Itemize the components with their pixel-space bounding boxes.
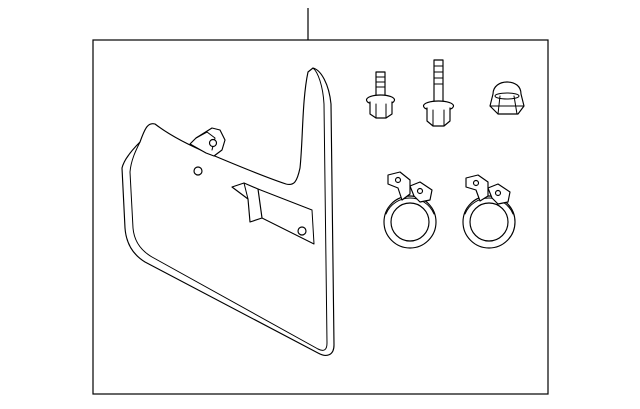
flange-bolt-long	[422, 59, 455, 127]
clamp-left-hole-1	[394, 176, 402, 184]
cap-nut-body	[489, 81, 525, 115]
mud-flap-rib-edge	[243, 182, 315, 245]
cap-nut	[489, 81, 525, 115]
mounting-hole-lower	[297, 226, 307, 236]
mounting-hole-upper	[193, 166, 203, 176]
clamp-right-hole-1	[472, 179, 480, 187]
bracket-hole	[208, 138, 218, 148]
band-clamp-right	[462, 174, 516, 249]
clamp-left-tab-1	[387, 171, 411, 201]
bolt-short-shank	[375, 71, 386, 97]
clamp-right-band-inner	[469, 202, 509, 242]
clamp-right-hole-2	[494, 189, 502, 197]
clamp-right-tab-1	[465, 174, 489, 202]
mud-flap-inner-edge	[129, 141, 319, 350]
mud-flap-rim	[312, 67, 328, 351]
bolt-short-head	[369, 101, 393, 119]
cap-nut-crown	[494, 92, 520, 100]
clamp-right-band-edge	[464, 197, 514, 215]
mud-flap-panel	[121, 67, 335, 356]
clamp-left-hole-2	[416, 187, 424, 195]
bolt-long-head	[426, 107, 451, 127]
clamp-left-band-inner	[390, 202, 430, 242]
clamp-left-band-edge	[385, 197, 435, 215]
flange-bolt-short	[365, 71, 396, 119]
mud-flap	[121, 67, 335, 356]
band-clamp-left	[383, 171, 437, 249]
assembly-frame	[92, 39, 549, 395]
